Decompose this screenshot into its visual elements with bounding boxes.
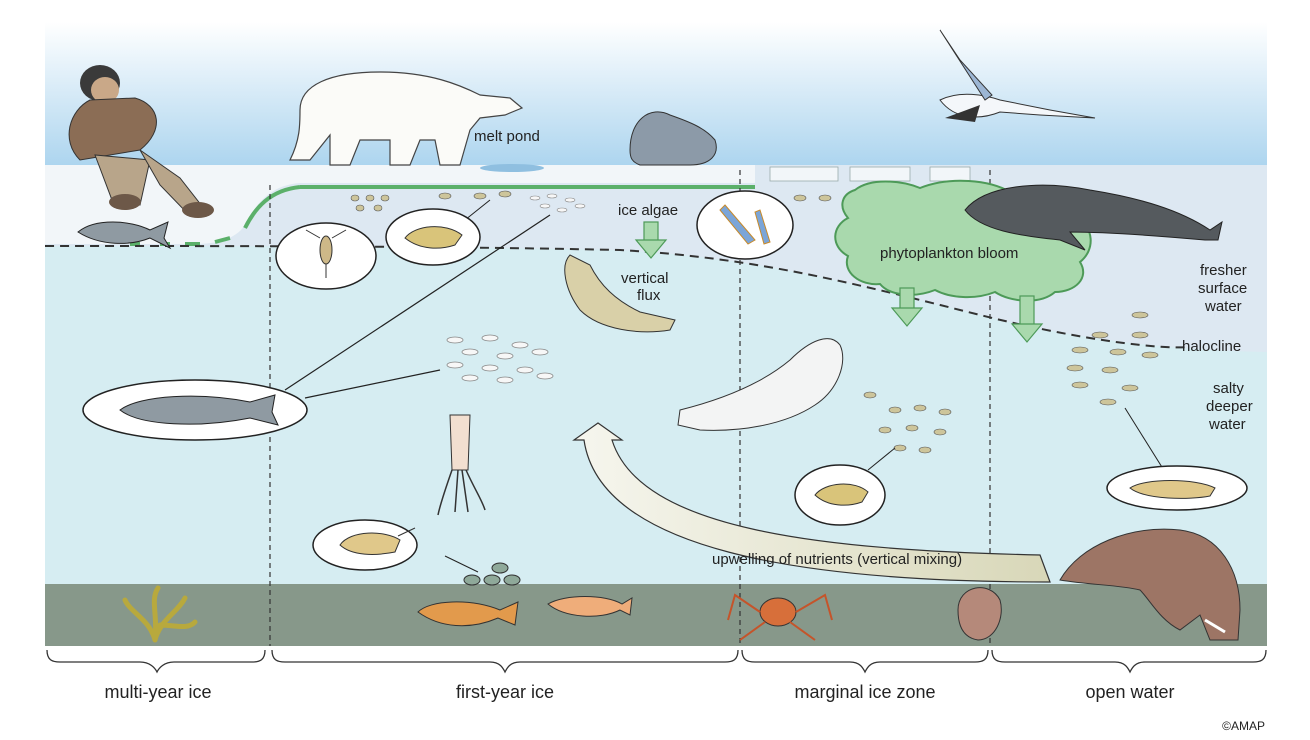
zone-label-open-water: open water: [1085, 682, 1174, 702]
callout-line: [444, 555, 479, 573]
amphipods-under-ice: [350, 190, 832, 212]
label-fresher-line2: surface: [1198, 280, 1247, 297]
bowhead-whale-icon: [964, 184, 1223, 251]
label-fresher-line3: water: [1204, 298, 1242, 315]
polar-bear-icon: [289, 71, 524, 166]
beluga-icon: [677, 338, 844, 431]
vertical-flux-arrow-shaft: [643, 221, 659, 243]
seafloor: [45, 584, 1267, 646]
scallop-icon: [957, 587, 1002, 641]
label-vertical-flux-line2: flux: [637, 287, 661, 304]
callout-line: [304, 369, 441, 399]
fish-school: [446, 334, 554, 384]
ice-floe: [769, 166, 839, 182]
zone-label-first-year-ice: first-year ice: [456, 682, 554, 702]
seal-on-ice-icon: [629, 111, 717, 166]
krill-icon: [1129, 480, 1216, 499]
polar-cod-icon: [77, 221, 172, 250]
vertical-flux-arrow-head: [634, 239, 668, 259]
sea-ice: [45, 165, 755, 244]
zone-label-multi-year-ice: multi-year ice: [104, 682, 211, 702]
label-vertical-flux-line1: vertical: [621, 270, 669, 287]
diatom-icon: [719, 204, 771, 245]
krill-cluster: [1066, 311, 1159, 406]
crab-icon: [727, 593, 833, 641]
squid-icon: [437, 414, 486, 516]
upwelling-arrow: [572, 422, 1051, 583]
zone-brace: [741, 649, 989, 674]
zone-brace: [991, 649, 1267, 674]
label-upwelling: upwelling of nutrients (vertical mixing): [712, 551, 962, 568]
label-salty-line3: water: [1208, 416, 1246, 433]
melt-pond: [480, 164, 544, 172]
clams-icon: [463, 562, 521, 586]
ice-algae-layer: [243, 185, 755, 229]
flux-arrow-head: [890, 307, 924, 327]
zone-label-marginal-ice-zone: marginal ice zone: [794, 682, 935, 702]
label-halocline: halocline: [1182, 338, 1241, 355]
amphipod-2-icon: [814, 483, 869, 506]
label-phytoplankton-bloom: phytoplankton bloom: [880, 245, 1018, 262]
callout-line: [284, 214, 551, 391]
callout-line: [867, 447, 896, 471]
label-melt-pond: melt pond: [474, 128, 540, 145]
copyright: ©AMAP: [1222, 719, 1265, 733]
small-fish-under-ice: [529, 193, 586, 213]
ice-floe: [929, 166, 971, 182]
label-fresher-line1: fresher: [1200, 262, 1247, 279]
hunter-icon: [68, 65, 214, 218]
sculpin-icon: [417, 601, 519, 627]
zone-brace: [271, 649, 739, 674]
zone-brace: [46, 649, 266, 674]
callout-line: [1124, 407, 1166, 473]
ice-floe: [849, 166, 911, 182]
flux-arrow-head: [1010, 323, 1044, 343]
seagull-icon: [939, 29, 1096, 122]
flatfish-icon: [547, 596, 633, 617]
label-salty-line1: salty: [1213, 380, 1244, 397]
label-salty-line2: deeper: [1206, 398, 1253, 415]
walrus-icon: [1059, 528, 1241, 641]
ringed-seal-icon: [564, 254, 676, 333]
flux-arrow-shaft: [1019, 295, 1035, 327]
ice-algae-dashes: [130, 236, 231, 246]
polar-cod-detail-icon: [119, 394, 279, 426]
shrimp-icon: [339, 527, 416, 555]
seaweed-icon: [122, 585, 198, 643]
flux-arrow-shaft: [899, 287, 915, 311]
zooplankton-cluster: [863, 391, 952, 454]
amphipod-icon: [404, 226, 463, 249]
copepod-icon: [305, 229, 347, 278]
label-ice-algae: ice algae: [618, 202, 678, 219]
callout-ice-algae: [696, 190, 794, 260]
